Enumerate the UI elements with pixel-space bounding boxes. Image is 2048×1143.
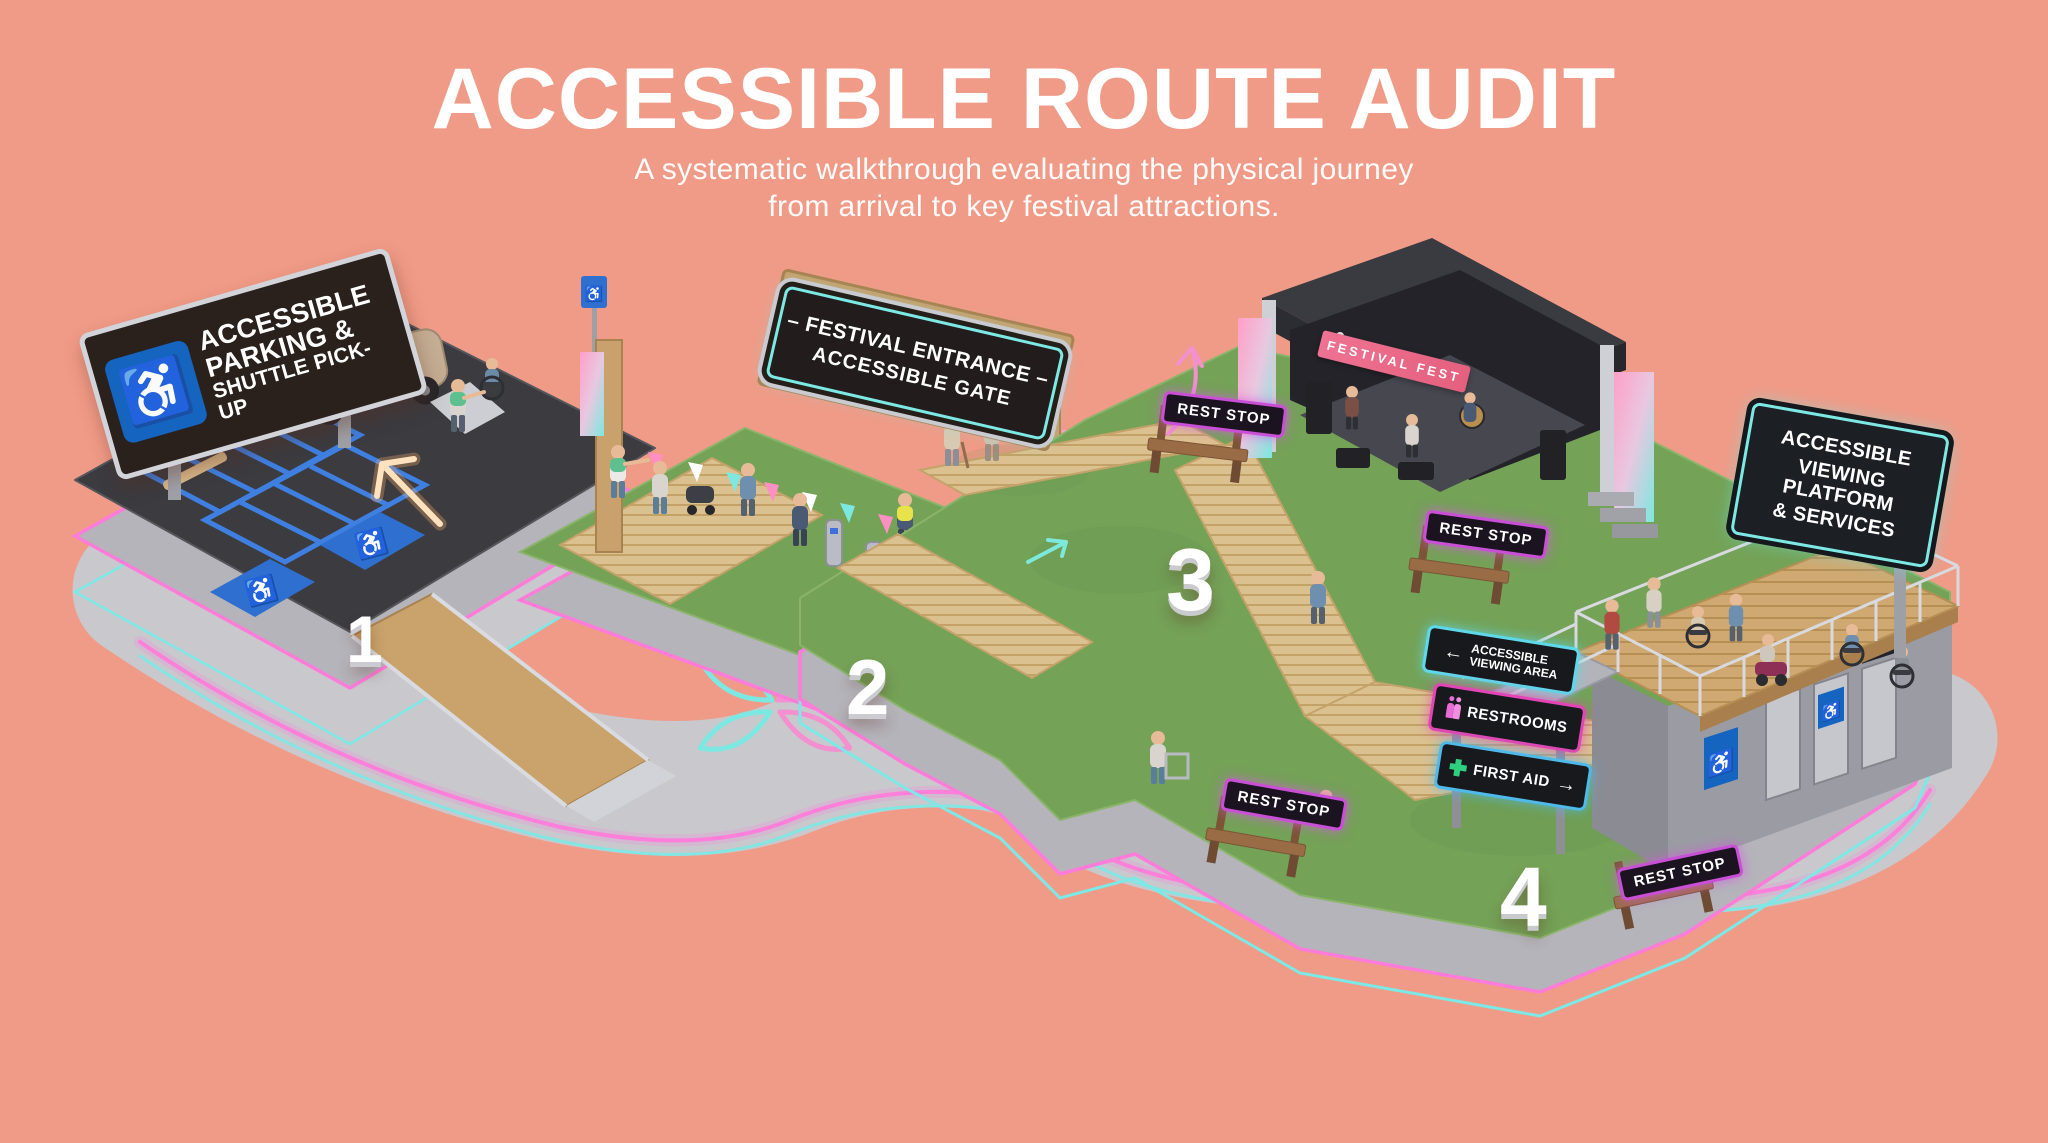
person-figure <box>740 463 756 516</box>
subtitle-line-1: A systematic walkthrough evaluating the … <box>634 153 1414 186</box>
vehicle-ramp <box>430 382 505 434</box>
person-figure <box>1150 731 1190 784</box>
route-arrow-icon <box>370 452 447 531</box>
rest-stop-bench <box>1147 405 1249 484</box>
festival-flag-banner <box>580 352 604 436</box>
restroom-figures-icon <box>1445 695 1463 724</box>
person-figure <box>1728 593 1744 642</box>
page-subtitle: A systematic walkthrough evaluating the … <box>0 152 2048 225</box>
subtitle-line-2: from arrival to key festival attractions… <box>768 189 1280 223</box>
person-figure <box>792 493 808 546</box>
svg-text:♿: ♿ <box>1821 699 1841 724</box>
person-figure <box>610 445 650 498</box>
station-number-2: 2 <box>846 643 890 731</box>
medical-cross-icon <box>1448 757 1468 778</box>
mobility-walker <box>1164 752 1190 780</box>
right-arrow-icon: → <box>1554 771 1579 797</box>
restroom-doors: ♿ ♿ <box>1704 641 1897 802</box>
svg-text:♿: ♿ <box>585 285 604 303</box>
wheelchair-user-figure <box>1839 624 1865 667</box>
person-figure <box>1604 599 1620 650</box>
station-number-1: 1 <box>346 602 383 676</box>
page-title: ACCESSIBLE ROUTE AUDIT <box>431 51 1617 147</box>
performer-figure <box>1405 414 1419 458</box>
person-figure <box>450 379 486 432</box>
walking-cane <box>960 441 970 469</box>
station-number-4: 4 <box>1500 850 1547 944</box>
left-arrow-icon: ← <box>1442 639 1466 665</box>
accessible-parking-markings <box>134 392 431 565</box>
wheelchair-user-figure <box>1685 606 1711 649</box>
access-ramp <box>350 592 676 822</box>
restrooms-label: RESTROOMS <box>1466 703 1569 736</box>
wheelchair-icon: ♿ <box>102 338 210 446</box>
first-aid-label: FIRST AID <box>1472 761 1552 791</box>
person-figure <box>652 461 668 514</box>
person-figure <box>1646 577 1662 628</box>
person-figure <box>1310 571 1326 624</box>
wheelchair-ground-symbol: ♿ ♿ <box>210 512 425 617</box>
stage-side-banner <box>1238 318 1272 458</box>
stroller <box>686 486 715 515</box>
stage-speaker <box>1306 382 1332 434</box>
performer-figure <box>1463 392 1477 422</box>
station-number-3: 3 <box>1166 530 1215 629</box>
mobility-scooter-figure <box>1755 634 1787 686</box>
wheelchair-user-figure <box>479 358 505 401</box>
performer-figure <box>1345 386 1359 430</box>
